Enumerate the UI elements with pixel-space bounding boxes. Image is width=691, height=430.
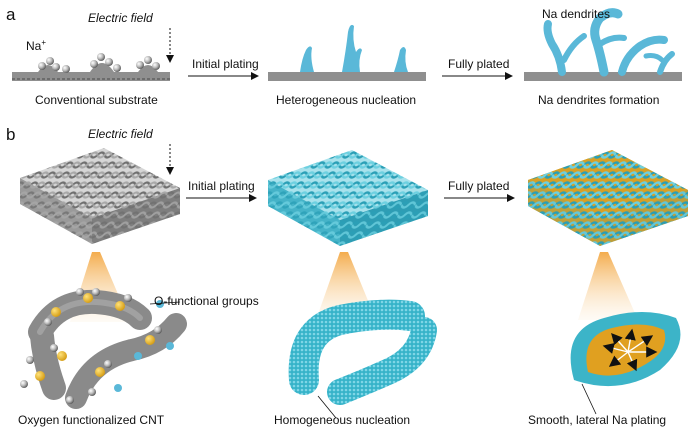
na-dendrites-label: Na dendrites — [542, 7, 610, 21]
caption-oxygen-functionalized-cnt: Oxygen functionalized CNT — [18, 413, 165, 427]
oxygen-functionalized-cnt — [28, 289, 187, 409]
na-ion-cluster — [38, 53, 160, 73]
functional-groups — [20, 288, 181, 404]
cnt-mesh-gold-filled — [528, 150, 688, 246]
arrow-label-fully-plated-b: Fully plated — [448, 179, 509, 193]
caption-na-dendrites-formation: Na dendrites formation — [538, 93, 659, 107]
homogeneous-pointer — [317, 395, 337, 419]
panel-b-label: b — [6, 125, 15, 144]
sodium-nuclei — [300, 24, 408, 72]
cnt-mesh-gray — [20, 148, 180, 244]
caption-homogeneous-nucleation: Homogeneous nucleation — [274, 413, 410, 427]
arrow-label-initial-plating-a: Initial plating — [192, 57, 259, 71]
lateral-growth-arrows — [602, 328, 658, 372]
caption-heterogeneous-nucleation: Heterogeneous nucleation — [276, 93, 416, 107]
panel-a-label: a — [6, 5, 16, 24]
heterogeneous-substrate — [268, 72, 426, 81]
conventional-substrate — [12, 72, 170, 81]
na-dendrites — [543, 8, 675, 77]
cnt-mesh-cyan — [268, 150, 428, 246]
zoom-beam-3 — [578, 252, 638, 320]
arrow-label-fully-plated-a: Fully plated — [448, 57, 509, 71]
caption-smooth-lateral-na-plating: Smooth, lateral Na plating — [528, 413, 666, 427]
caption-conventional-substrate: Conventional substrate — [35, 93, 158, 107]
dendrite-substrate — [524, 72, 682, 81]
electric-field-label-a: Electric field — [88, 11, 153, 25]
homogeneous-nucleation-tube — [288, 299, 437, 405]
arrow-label-initial-plating-b: Initial plating — [188, 179, 255, 193]
lateral-plating-pointer — [581, 383, 597, 415]
o-functional-groups-label: O-functional groups — [154, 294, 259, 308]
electric-field-label-b: Electric field — [88, 127, 153, 141]
na-ion-label: Na+ — [26, 38, 46, 53]
